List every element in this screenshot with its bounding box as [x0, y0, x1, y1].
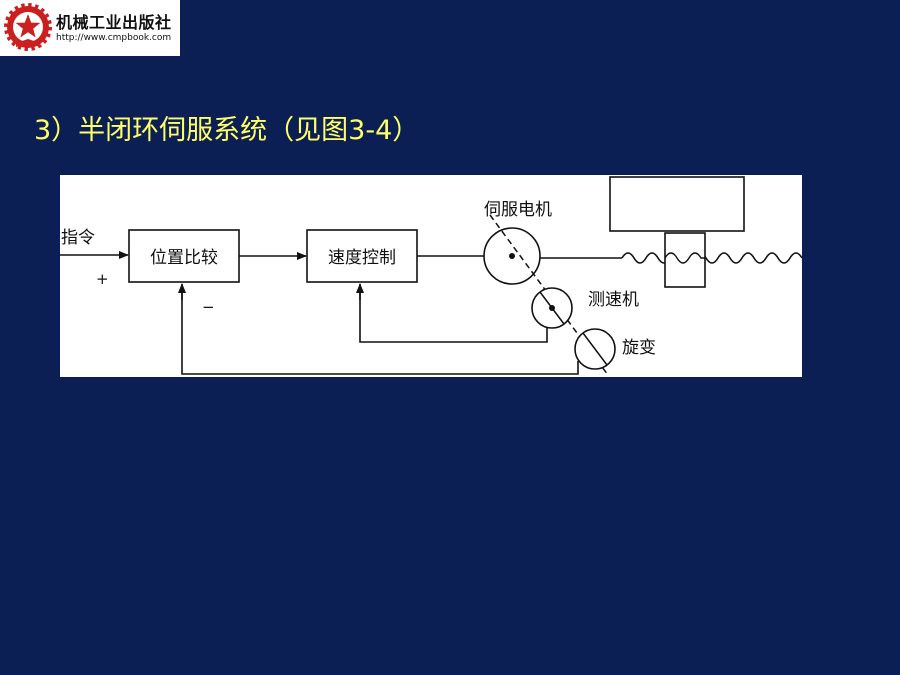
resolver-label: 旋变	[622, 338, 656, 358]
block-diagram-svg: 指令 + − 位置比较 速度控制 伺服电机 测速机 旋	[60, 176, 803, 376]
lead-screw	[621, 252, 803, 264]
servo-motor-center	[509, 253, 515, 259]
publisher-logo: 机械工业出版社 http://www.cmpbook.com	[0, 0, 180, 56]
input-label: 指令	[61, 228, 95, 248]
speed-control-label: 速度控制	[328, 248, 396, 268]
position-feedback-line	[181, 290, 579, 375]
block-diagram: 指令 + − 位置比较 速度控制 伺服电机 测速机 旋	[60, 175, 803, 377]
speed-feedback-line	[359, 290, 548, 343]
screw-nut	[664, 232, 706, 288]
publisher-url: http://www.cmpbook.com	[56, 33, 172, 43]
servo-motor-circle	[483, 227, 541, 285]
servo-motor-label: 伺服电机	[484, 200, 552, 220]
screw-nut-thread	[664, 252, 705, 264]
resolver-shaft	[582, 332, 608, 366]
gear-book-star-icon	[4, 3, 52, 51]
slide-heading: 3）半闭环伺服系统（见图3-4）	[34, 115, 420, 146]
plus-sign: +	[96, 270, 109, 288]
position-compare-block	[128, 229, 240, 283]
worktable	[609, 176, 745, 232]
position-compare-label: 位置比较	[150, 248, 218, 268]
minus-sign: −	[202, 298, 215, 316]
publisher-name: 机械工业出版社	[56, 13, 172, 32]
tachometer-center	[549, 305, 555, 311]
tachometer-label: 测速机	[588, 290, 639, 310]
